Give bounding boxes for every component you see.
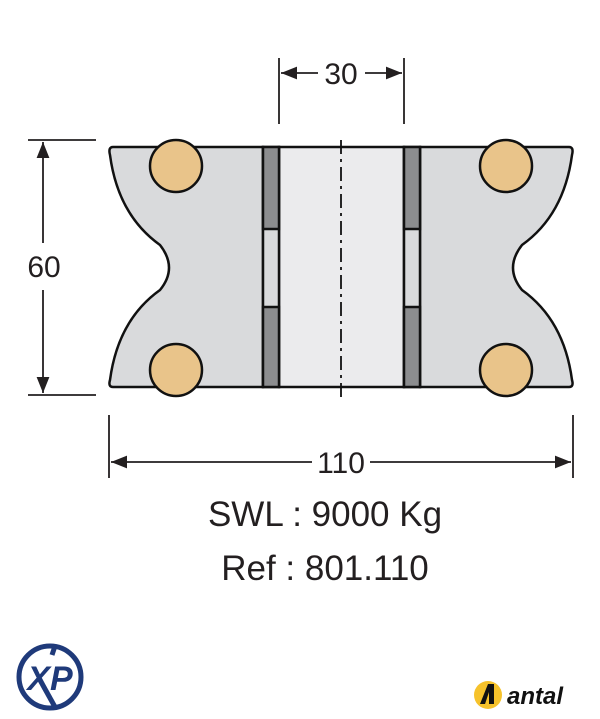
roller-top-right — [478, 138, 534, 194]
dimension-110-label: 110 — [317, 447, 365, 480]
left-block — [108, 145, 265, 389]
liner-strip — [402, 305, 422, 389]
xp-logo: XP — [16, 643, 84, 711]
liner-strip — [402, 145, 422, 231]
dimension-60-label: 60 — [27, 251, 60, 284]
liner-strip — [261, 305, 281, 389]
dimension-110 — [108, 415, 574, 478]
antal-logo: antal — [474, 681, 564, 710]
ref-label: Ref : 801.110 — [221, 549, 429, 588]
svg-text:antal: antal — [507, 683, 564, 710]
liner-strip — [261, 145, 281, 231]
dimension-60 — [28, 139, 96, 396]
dimension-30 — [278, 58, 405, 124]
dimension-30-label: 30 — [324, 58, 357, 91]
swl-label: SWL : 9000 Kg — [207, 495, 443, 534]
roller-bottom-left — [148, 342, 204, 398]
roller-bottom-right — [478, 342, 534, 398]
right-block — [418, 145, 574, 389]
roller-top-left — [148, 138, 204, 194]
